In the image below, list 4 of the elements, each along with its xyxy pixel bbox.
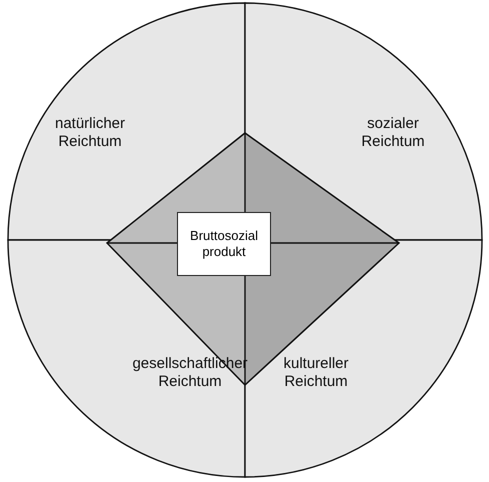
label-box: Bruttosozial produkt xyxy=(177,212,271,276)
quadrant-label: sozialer Reichtum xyxy=(361,115,425,151)
quadrant-label: kultureller Reichtum xyxy=(283,355,349,391)
quadrant-label: natürlicher Reichtum xyxy=(54,115,126,151)
